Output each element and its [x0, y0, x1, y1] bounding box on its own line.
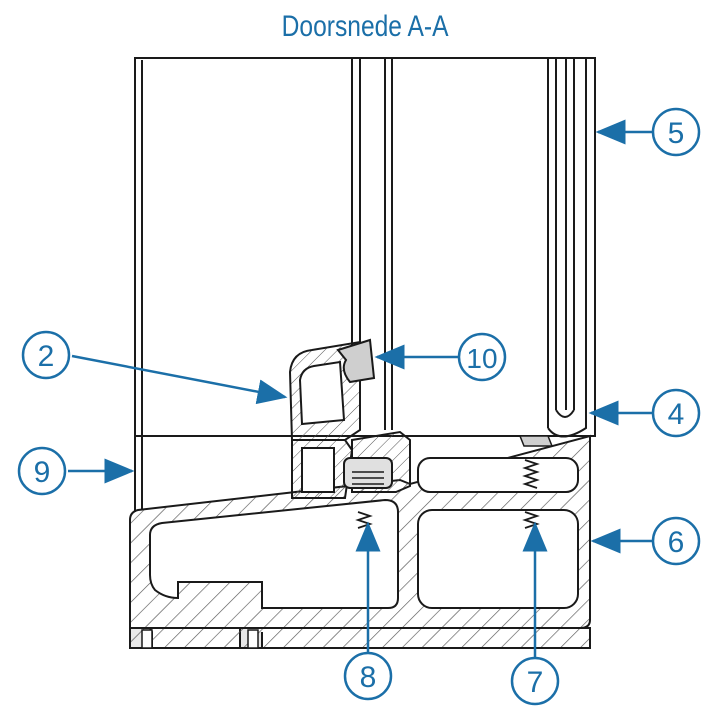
callout-4: 4 [651, 388, 701, 438]
callout-8: 8 [343, 651, 393, 701]
callout-9-label: 9 [34, 456, 51, 489]
callout-10: 10 [457, 332, 507, 382]
callout-10-label: 10 [466, 343, 497, 374]
callout-8-label: 8 [360, 661, 377, 694]
callout-2: 2 [21, 330, 71, 380]
skirt-panel [134, 436, 143, 512]
glass-pane [547, 58, 587, 438]
callout-7: 7 [510, 656, 560, 706]
callout-6-label: 6 [668, 526, 685, 559]
callout-5-label: 5 [668, 117, 685, 150]
callout-7-label: 7 [527, 666, 544, 699]
callout-5: 5 [651, 107, 701, 157]
glass-seal [518, 435, 554, 447]
callout-4-label: 4 [668, 398, 685, 431]
callout-9: 9 [17, 446, 67, 496]
callout-6: 6 [651, 516, 701, 566]
gasket [336, 338, 376, 384]
glazing-bead [288, 340, 361, 499]
threshold-profile [129, 434, 591, 649]
leader-lines [68, 119, 652, 658]
diagram-title: Doorsnede A-A [281, 10, 449, 43]
sill-insert [343, 430, 411, 493]
callout-2-label: 2 [38, 340, 55, 373]
